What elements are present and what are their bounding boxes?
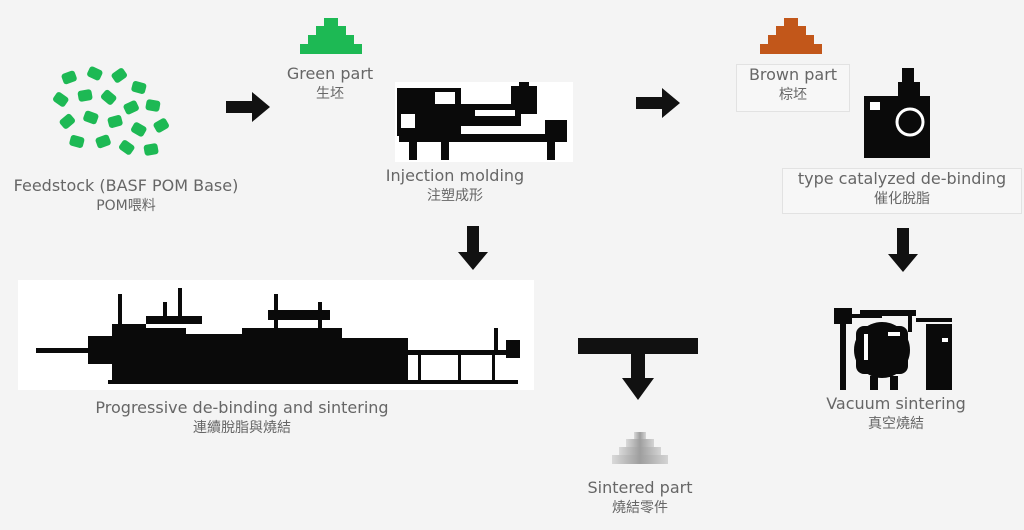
injection-label: Injection molding 注塑成形 xyxy=(380,166,530,206)
sintered-part-icon xyxy=(612,432,668,464)
catalyzed-label-zh: 催化脫脂 xyxy=(874,191,930,207)
vacuum-furnace-icon xyxy=(834,308,952,390)
progressive-label: Progressive de-binding and sintering 連續脫… xyxy=(82,398,402,438)
vacuum-label-zh: 真空燒結 xyxy=(868,416,924,432)
arrow-down-icon xyxy=(888,228,918,272)
pellets-icon xyxy=(53,66,169,156)
green-part-icon xyxy=(300,18,362,54)
sintered-label: Sintered part 燒結零件 xyxy=(580,478,700,518)
arrow-right-icon xyxy=(226,92,270,122)
catalyzed-label-en: type catalyzed de-binding xyxy=(797,169,1007,188)
catalyzed-label: type catalyzed de-binding 催化脫脂 xyxy=(782,168,1022,214)
brown-part-label-zh: 棕坯 xyxy=(779,87,807,103)
injection-label-en: Injection molding xyxy=(385,166,525,185)
debinding-oven-icon xyxy=(864,68,930,158)
brown-part-icon xyxy=(760,18,822,54)
continuous-furnace-icon xyxy=(18,280,534,390)
sintered-label-zh: 燒結零件 xyxy=(612,500,668,516)
vacuum-label-en: Vacuum sintering xyxy=(826,394,966,413)
feedstock-label: Feedstock (BASF POM Base) POM喂料 xyxy=(6,176,246,216)
arrow-down-icon xyxy=(458,226,488,270)
injection-label-zh: 注塑成形 xyxy=(427,188,483,204)
green-part-label-zh: 生坯 xyxy=(316,86,344,102)
brown-part-label-en: Brown part xyxy=(748,65,838,84)
progressive-label-en: Progressive de-binding and sintering xyxy=(95,398,389,417)
feedstock-label-en: Feedstock (BASF POM Base) xyxy=(13,176,239,195)
sintered-label-en: Sintered part xyxy=(587,478,693,497)
green-part-label: Green part 生坯 xyxy=(280,64,380,104)
feedstock-label-zh: POM喂料 xyxy=(96,198,156,214)
green-part-label-en: Green part xyxy=(286,64,374,83)
injection-machine-icon xyxy=(395,82,573,162)
merge-arrow-icon xyxy=(578,338,698,400)
arrow-right-icon xyxy=(636,88,680,118)
progressive-label-zh: 連續脫脂與燒結 xyxy=(193,420,291,436)
vacuum-label: Vacuum sintering 真空燒結 xyxy=(812,394,980,434)
brown-part-label: Brown part 棕坯 xyxy=(736,64,850,112)
